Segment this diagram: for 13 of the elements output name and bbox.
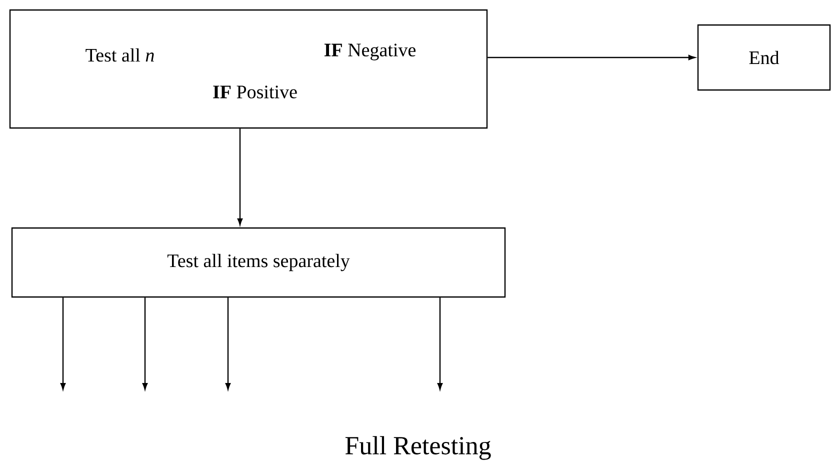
arrow [437,298,443,390]
process-box: End [697,24,831,91]
arrow [237,128,243,226]
box-text: Test all n [86,48,154,62]
arrow [60,298,66,390]
arrow [142,298,148,390]
box-text: IF Positive [213,86,297,98]
box-text: IF Negative [324,44,416,60]
arrow [225,298,231,390]
process-box [9,9,488,129]
process-box: Test all items separately [11,227,506,298]
arrow [488,54,696,60]
caption: Full Retesting [345,436,491,460]
